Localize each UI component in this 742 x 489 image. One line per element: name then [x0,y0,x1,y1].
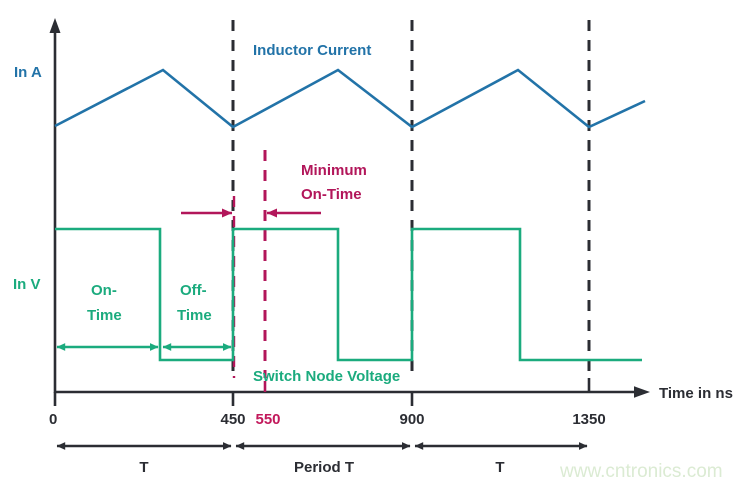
off-time-label-line2: Time [177,307,212,324]
y-axis-current-label: In A [14,64,42,81]
y-axis-arrowhead [49,18,61,33]
period-label-t2: T [495,459,504,476]
minimum-on-time-annotation: Minimum On-Time [181,162,367,218]
x-axis-ticks-group [53,378,591,406]
period-measure-group: T Period T T [56,442,588,476]
tick-label-550: 550 [255,411,280,428]
tick-label-0: 0 [49,411,57,428]
off-time-annotation: Off- Time [162,282,232,351]
y-axis-voltage-label: In V [13,276,41,293]
inductor-current-waveform [54,68,646,129]
on-time-label-line2: Time [87,307,122,324]
tick-label-900: 900 [399,411,424,428]
minimum-on-time-label-line1: Minimum [301,162,367,179]
on-time-label-line1: On- [91,282,117,299]
tick-label-450: 450 [220,411,245,428]
x-axis-label: Time in ns [659,385,733,402]
minimum-on-time-label-line2: On-Time [301,186,362,203]
switch-node-voltage-waveform [55,227,642,362]
x-axis-arrowhead [634,386,650,398]
axis-group [49,18,650,398]
off-time-label-line1: Off- [180,282,207,299]
switch-node-voltage-label: Switch Node Voltage [253,368,400,385]
on-time-annotation: On- Time [56,282,159,351]
inductor-current-label: Inductor Current [253,42,371,59]
tick-label-1350: 1350 [572,411,605,428]
period-label-period-t: Period T [294,459,354,476]
period-label-t1: T [139,459,148,476]
x-axis-tick-labels-group: 0 450 550 900 1350 [49,411,606,428]
watermark-text: www.cntronics.com [559,461,723,482]
